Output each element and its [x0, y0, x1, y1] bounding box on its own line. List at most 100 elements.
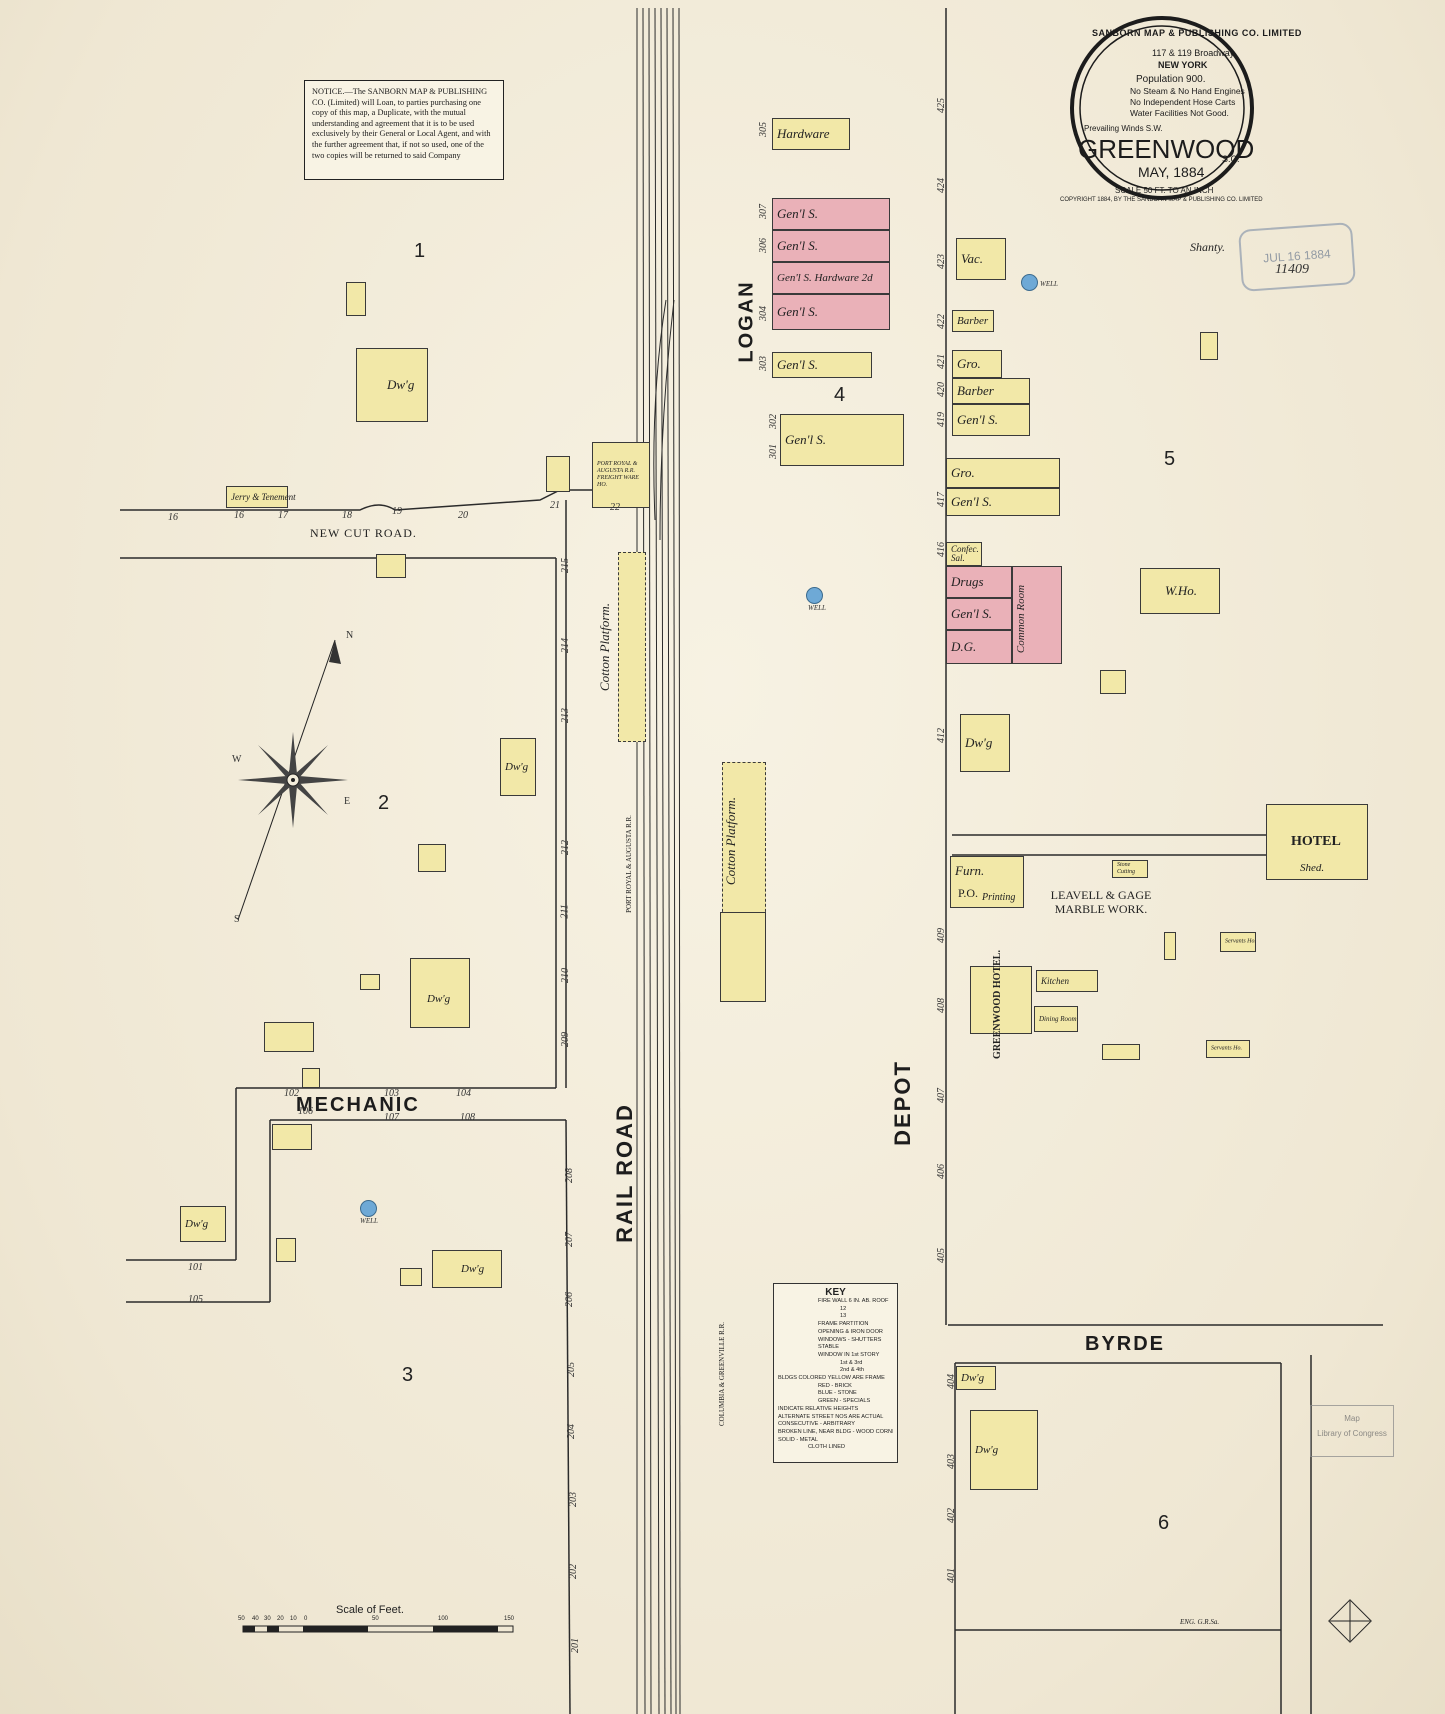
street-lines — [120, 8, 1383, 1714]
building-small-b5-2 — [1102, 1044, 1140, 1060]
building-gents-3: Gen'l S. — [772, 294, 890, 330]
key-line: CONSECUTIVE - ARBITRARY — [778, 1421, 855, 1428]
building-gents-5-label: Gen'l S. — [785, 432, 827, 447]
building-drg-b6-a: Dw'g — [956, 1366, 996, 1390]
house-number: 17 — [278, 510, 288, 521]
house-number: 421 — [936, 354, 947, 369]
house-number: 214 — [560, 638, 571, 653]
building-dg-label: D.G. — [951, 639, 977, 654]
key-line: 12 — [840, 1305, 847, 1312]
cotton-platform-2-label: Cotton Platform. — [723, 796, 739, 886]
building-confec: Confec. Sal. — [946, 542, 982, 566]
building-drg-b5-2: Dw'g — [960, 714, 1010, 772]
house-number: 307 — [758, 204, 769, 219]
well-label-1: WELL — [1040, 280, 1058, 288]
building-kitchen-label: Kitchen — [1041, 976, 1069, 986]
label-hotel-shed: Shed. — [1300, 862, 1325, 874]
building-drg-b3-b-label: Dw'g — [461, 1263, 485, 1275]
house-number: 412 — [936, 728, 947, 743]
library-stamp-map: Map — [1344, 1414, 1360, 1423]
building-drugs-label: Drugs — [951, 574, 984, 589]
building-shanty — [1200, 332, 1218, 360]
house-number: 106 — [298, 1106, 313, 1117]
building-gents-6-label: Gen'l S. — [957, 412, 999, 427]
scale-bar — [242, 1625, 514, 1633]
building-common-room: Common Room — [1012, 566, 1062, 664]
house-number: 211 — [559, 904, 571, 919]
block-number-2: 2 — [378, 792, 390, 814]
key-title: KEY — [825, 1287, 846, 1298]
key-line: FRAME PARTITION — [818, 1321, 869, 1328]
house-number: 303 — [758, 356, 769, 371]
building-common-room-label: Common Room — [1015, 584, 1028, 654]
block-number-1: 1 — [414, 240, 426, 262]
block-number-4: 4 — [834, 384, 846, 406]
building-drg-b3-a: Dw'g — [180, 1206, 226, 1242]
building-greenwood-hotel: GREENWOOD HOTEL. — [970, 950, 1032, 1059]
building-drg-b6-b-label: Dw'g — [975, 1444, 999, 1456]
building-drg-b1-label: Dw'g — [387, 377, 415, 392]
building-furn: Furn. — [950, 856, 1024, 908]
house-number: 417 — [936, 492, 947, 507]
key-line: FIRE WALL 6 IN. AB. ROOF — [818, 1298, 889, 1304]
building-drg-b2-a: Dw'g — [500, 738, 536, 796]
seal-hose: No Independent Hose Carts — [1130, 97, 1236, 107]
building-gents-7-label: Gen'l S. — [951, 494, 993, 509]
house-number: 209 — [560, 1032, 571, 1047]
house-number: 16 — [168, 512, 178, 523]
house-number: 405 — [936, 1248, 947, 1263]
building-drg-b2-b: Dw'g — [410, 958, 470, 1028]
building-gents-7: Gen'l S. — [946, 488, 1060, 516]
house-number: 208 — [564, 1168, 575, 1183]
building-vac-label: Vac. — [961, 251, 984, 266]
building-confec-label: Confec. Sal. — [951, 544, 979, 563]
building-dining-label: Dining Room — [1039, 1015, 1077, 1023]
house-number: 207 — [564, 1232, 575, 1247]
street-new-cut-road: NEW CUT ROAD. — [310, 526, 417, 540]
well-label-2: WELL — [808, 604, 826, 612]
scale-tick: 50 — [372, 1616, 379, 1622]
house-number: 101 — [188, 1262, 203, 1273]
house-number: 215 — [560, 558, 571, 573]
key-line: BLDGS COLORED YELLOW ARE FRAME — [778, 1375, 885, 1382]
compass-n: N — [346, 630, 354, 641]
key-line: 2nd & 4th — [840, 1367, 864, 1374]
key-line: RED - BRICK — [818, 1382, 852, 1389]
well-marker-2 — [806, 587, 823, 604]
building-b2-sq — [418, 844, 446, 872]
house-number: 406 — [936, 1164, 947, 1179]
house-number: 107 — [384, 1112, 399, 1123]
building-dg: D.G. — [946, 630, 1012, 664]
sanborn-seal: 117 & 119 Broadway NEW YORK Population 9… — [1072, 28, 1301, 184]
building-gents-2: Gen'l S. — [772, 230, 890, 262]
building-kitchen: Kitchen — [1036, 970, 1098, 992]
notice-box: NOTICE.—The SANBORN MAP & PUBLISHING CO.… — [304, 80, 504, 180]
house-number: 407 — [936, 1088, 947, 1103]
depot-building — [720, 912, 766, 1002]
house-number: 416 — [936, 542, 947, 557]
street-logan: LOGAN — [735, 280, 758, 363]
scale-tick: 20 — [277, 1616, 284, 1622]
library-stamp-name: Library of Congress — [1317, 1429, 1387, 1438]
seal-address: 117 & 119 Broadway — [1152, 48, 1235, 58]
building-gents-1: Gen'l S. — [772, 198, 890, 230]
seal-company: SANBORN MAP & PUBLISHING CO. LIMITED — [1092, 28, 1302, 38]
rr-port-royal: PORT ROYAL & AUGUSTA R.R. — [624, 815, 633, 913]
seal-water: Water Facilities Not Good. — [1130, 108, 1229, 118]
key-line: BROKEN LINE, NEAR BLDG - WOOD CORNICE — [778, 1428, 893, 1435]
house-number: 409 — [936, 928, 947, 943]
cotton-platform-2: Cotton Platform. — [722, 762, 766, 922]
building-drg-b3-a-label: Dw'g — [185, 1218, 209, 1230]
building-small-b5 — [1164, 932, 1176, 960]
house-number: 404 — [946, 1374, 957, 1389]
corner-diamond — [1328, 1599, 1372, 1643]
building-b3-sq — [272, 1124, 312, 1150]
cotton-platform-1-label: Cotton Platform. — [597, 602, 613, 692]
house-number: 403 — [946, 1454, 957, 1469]
house-number: 108 — [460, 1112, 475, 1123]
house-number: 206 — [564, 1292, 575, 1307]
house-number: 204 — [566, 1424, 577, 1439]
scale-title: Scale of Feet. — [336, 1604, 404, 1616]
seal-date: MAY, 1884 — [1138, 164, 1205, 180]
house-number: 212 — [560, 840, 571, 855]
